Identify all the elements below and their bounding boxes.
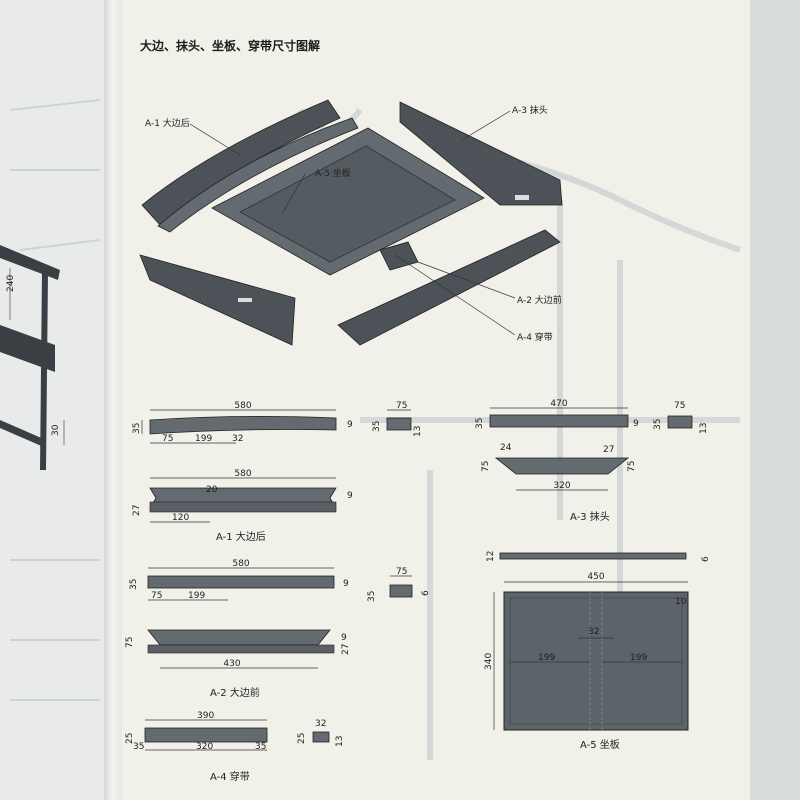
a5-views: 12 6 450 340 10 32 199 199	[484, 551, 711, 731]
dim-a2-75: 75	[151, 591, 162, 601]
dim-a2-9: 9	[343, 579, 349, 589]
a2-top-view: 580 35 75 199 9	[129, 559, 349, 601]
dim-a2s-6: 6	[421, 590, 431, 596]
dim-a1f-27: 27	[132, 505, 142, 516]
a2-front-view: 75 430 9 27	[125, 629, 351, 669]
a3-front-view: 24 27 75 75 320	[481, 443, 637, 491]
dim-a1f-580: 580	[234, 469, 251, 479]
left-dim-240: 240	[6, 275, 16, 292]
a4-views: 390 25 35 320 35 32 25 13	[125, 711, 345, 752]
dim-a3-9: 9	[633, 419, 639, 429]
dim-a1s-13: 13	[413, 426, 423, 437]
callout-a5: A-5 坐板	[315, 169, 351, 179]
a1-section: 75 35 13	[372, 401, 423, 437]
dim-a4-390: 390	[197, 711, 214, 721]
a3-top-view: 470 35 9	[475, 399, 639, 429]
dim-a5-12: 12	[486, 551, 496, 562]
caption-a5: A-5 坐板	[580, 740, 620, 751]
dim-a3f-75a: 75	[481, 461, 491, 472]
dim-a5-450: 450	[587, 572, 604, 582]
left-chair-drawing: 240 30	[0, 245, 65, 470]
dim-a1-32: 32	[232, 434, 243, 444]
dim-a5-199b: 199	[630, 653, 647, 663]
dim-a1-580: 580	[234, 401, 251, 411]
dim-a3s-13: 13	[699, 423, 709, 434]
dim-a1s-35: 35	[372, 421, 382, 432]
dim-a3f-75b: 75	[627, 461, 637, 472]
caption-a1: A-1 大边后	[216, 532, 266, 543]
left-dim-30: 30	[51, 424, 61, 436]
dim-a4-320: 320	[196, 742, 213, 752]
dim-a3-35: 35	[475, 418, 485, 429]
dim-a2f-430: 430	[223, 659, 240, 669]
dim-a5-199a: 199	[538, 653, 555, 663]
callout-a2: A-2 大边前	[517, 296, 562, 306]
dim-a3f-27: 27	[603, 445, 614, 455]
dim-a4-35b: 35	[255, 742, 266, 752]
part-a2-front-rail	[337, 229, 561, 346]
dim-a4-25: 25	[125, 733, 135, 744]
dim-a4-35a: 35	[133, 742, 144, 752]
dim-a2s-35: 35	[367, 591, 377, 602]
dim-a5-6: 6	[701, 556, 711, 562]
dim-a2-580: 580	[232, 559, 249, 569]
dim-a1-75: 75	[162, 434, 173, 444]
callout-a3: A-3 抹头	[512, 106, 548, 116]
dim-a4-32: 32	[315, 719, 326, 729]
page-heading: 大边、抹头、坐板、穿带尺寸图解	[140, 39, 321, 53]
dim-a5-340: 340	[484, 653, 494, 670]
a1-top-view: 580 35 75 199 32 9	[132, 401, 353, 444]
dim-a1f-120: 120	[172, 513, 189, 523]
dim-a2f-9: 9	[341, 633, 347, 643]
dim-a2f-27: 27	[341, 644, 351, 655]
caption-a4: A-4 穿带	[210, 772, 250, 783]
dim-a4-13: 13	[335, 736, 345, 747]
dim-a2-199: 199	[188, 591, 205, 601]
dim-a3f-24: 24	[500, 443, 512, 453]
dim-a3s-35: 35	[653, 419, 663, 430]
a2-section: 75 35 6	[367, 567, 431, 602]
dim-a5-32: 32	[588, 627, 599, 637]
book-gutter	[104, 0, 122, 800]
part-a1-left-piece	[139, 254, 296, 346]
a1-front-view: 580 20 27 120 9	[132, 469, 353, 523]
dim-a2-35: 35	[129, 579, 139, 590]
dim-a4-25b: 25	[297, 733, 307, 744]
dim-a3-470: 470	[550, 399, 567, 409]
dim-a3f-320: 320	[553, 481, 570, 491]
caption-a3: A-3 抹头	[570, 512, 610, 523]
caption-a2: A-2 大边前	[210, 688, 260, 699]
dim-a5-10: 10	[675, 597, 687, 607]
dim-a2f-75: 75	[125, 637, 135, 648]
left-page	[0, 0, 118, 800]
dim-a1s-75: 75	[396, 401, 407, 411]
page-edge	[750, 0, 800, 800]
dim-a1f-9: 9	[347, 491, 353, 501]
dim-a1f-20: 20	[206, 485, 218, 495]
dim-a1-199: 199	[195, 434, 212, 444]
dim-a1-9: 9	[347, 420, 353, 430]
dim-a3s-75: 75	[674, 401, 685, 411]
a3-section: 75 35 13	[653, 401, 709, 434]
callout-a1: A-1 大边后	[145, 119, 190, 129]
dim-a1-35: 35	[132, 423, 142, 434]
callout-a4: A-4 穿带	[517, 333, 553, 343]
part-a3-end-rail	[399, 101, 563, 206]
dim-a2s-75: 75	[396, 567, 407, 577]
